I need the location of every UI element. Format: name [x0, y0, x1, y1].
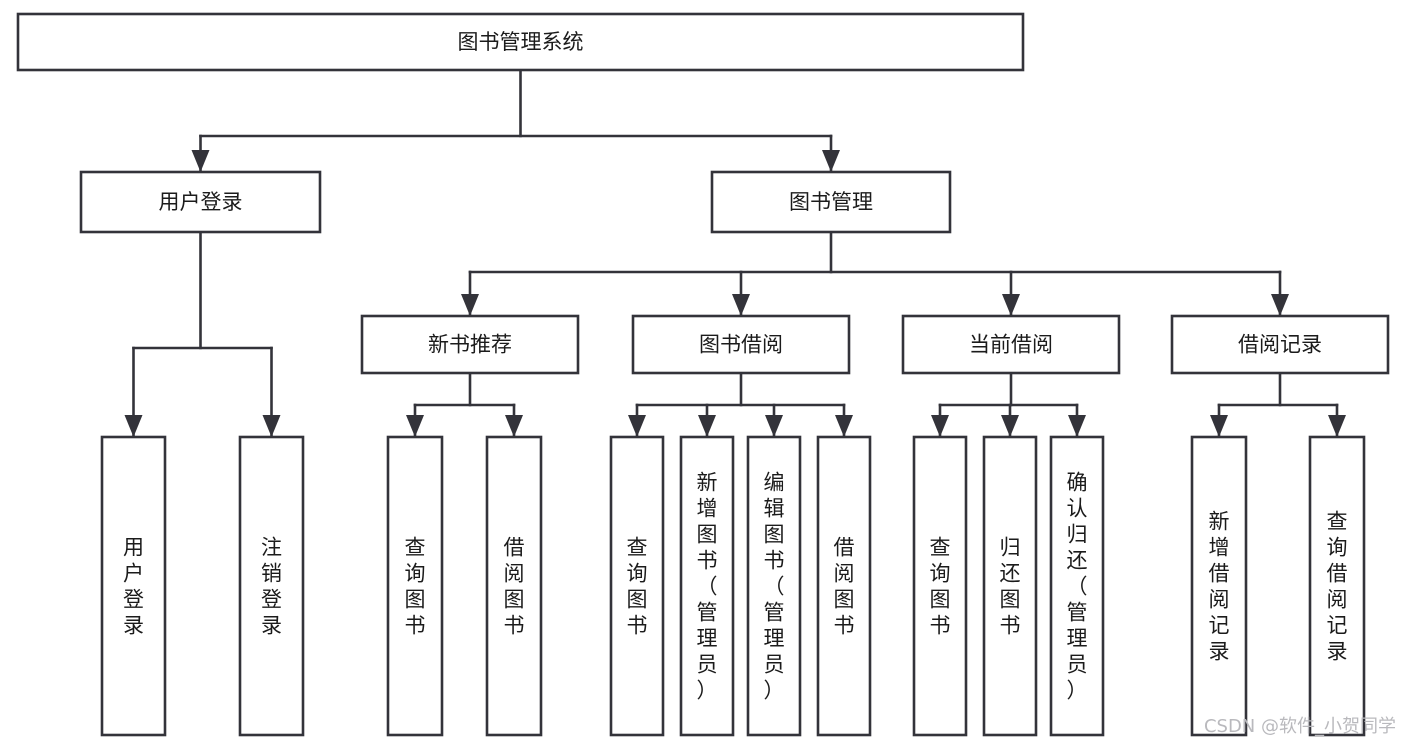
node-box-查询图书[interactable] [609, 435, 665, 737]
node-box-用户登录[interactable] [79, 170, 322, 234]
node-box-借阅图书[interactable] [816, 435, 872, 737]
arrow-head-icon-归还图书 [1001, 415, 1019, 437]
node-label-图书管理系统: 图书管理系统 [458, 30, 584, 54]
arrow-head-icon-图书管理 [822, 150, 840, 172]
arrow-head-icon-用户登录 [124, 415, 143, 437]
node-box-新书推荐[interactable] [360, 314, 580, 375]
arrow-head-icon-查询图书 [931, 415, 949, 437]
node-用户登录[interactable]: 用户登录 [79, 170, 322, 234]
arrow-head-icon-查询借阅记录 [1328, 415, 1346, 437]
node-label-确认归还管理员: 确认归还（管理员） [1067, 470, 1088, 702]
node-label-新书推荐: 新书推荐 [428, 333, 512, 357]
node-借阅图书[interactable]: 借阅图书 [816, 435, 872, 737]
node-编辑图书管理员[interactable]: 编辑图书（管理员） [746, 435, 802, 737]
node-图书管理系统[interactable]: 图书管理系统 [16, 12, 1025, 72]
node-新书推荐[interactable]: 新书推荐 [360, 314, 580, 375]
node-label-编辑图书管理员: 编辑图书（管理员） [764, 470, 785, 702]
arrow-head-icon-借阅图书 [505, 415, 523, 437]
node-box-当前借阅[interactable] [901, 314, 1121, 375]
node-box-借阅图书[interactable] [485, 435, 543, 737]
arrow-head-icon-用户登录 [191, 150, 210, 172]
node-label-当前借阅: 当前借阅 [969, 333, 1053, 357]
node-box-确认归还管理员[interactable] [1049, 435, 1105, 737]
arrow-head-icon-新增借阅记录 [1210, 415, 1228, 437]
node-新增借阅记录[interactable]: 新增借阅记录 [1190, 435, 1248, 737]
node-label-图书管理: 图书管理 [789, 190, 873, 214]
node-label-新增图书管理员: 新增图书（管理员） [697, 470, 718, 702]
arrow-head-icon-查询图书 [628, 415, 646, 437]
node-查询图书[interactable]: 查询图书 [386, 435, 444, 737]
connector-lines-layer [124, 68, 1346, 439]
arrow-head-icon-注销登录 [262, 415, 281, 437]
node-注销登录[interactable]: 注销登录 [238, 435, 305, 737]
arrow-head-icon-查询图书 [406, 415, 424, 437]
node-label-查询借阅记录: 查询借阅记录 [1327, 509, 1348, 663]
node-label-注销登录: 注销登录 [261, 535, 282, 637]
node-box-用户登录[interactable] [100, 435, 167, 737]
node-label-查询图书: 查询图书 [405, 535, 426, 637]
node-box-新增图书管理员[interactable] [679, 435, 735, 737]
node-label-借阅记录: 借阅记录 [1238, 333, 1322, 357]
arrow-head-icon-当前借阅 [1002, 294, 1020, 316]
node-label-归还图书: 归还图书 [1000, 535, 1021, 637]
arrow-head-icon-图书借阅 [732, 294, 750, 316]
node-box-图书管理系统[interactable] [16, 12, 1025, 72]
node-box-归还图书[interactable] [982, 435, 1038, 737]
node-归还图书[interactable]: 归还图书 [982, 435, 1038, 737]
node-box-查询借阅记录[interactable] [1308, 435, 1366, 737]
node-box-注销登录[interactable] [238, 435, 305, 737]
node-查询借阅记录[interactable]: 查询借阅记录 [1308, 435, 1366, 737]
node-当前借阅[interactable]: 当前借阅 [901, 314, 1121, 375]
arrow-head-icon-新书推荐 [461, 294, 479, 316]
node-label-用户登录: 用户登录 [159, 190, 243, 214]
node-boxes-layer: 图书管理系统用户登录图书管理用户登录注销登录新书推荐图书借阅当前借阅借阅记录查询… [16, 12, 1390, 737]
node-box-图书借阅[interactable] [631, 314, 851, 375]
node-box-图书管理[interactable] [710, 170, 952, 234]
node-label-查询图书: 查询图书 [930, 535, 951, 637]
watermark-label: CSDN @软件_小贺同学 [1204, 716, 1396, 737]
arrow-head-icon-借阅图书 [835, 415, 853, 437]
node-图书借阅[interactable]: 图书借阅 [631, 314, 851, 375]
arrow-head-icon-确认归还管理员 [1068, 415, 1086, 437]
node-label-查询图书: 查询图书 [627, 535, 648, 637]
node-label-用户登录: 用户登录 [123, 535, 144, 637]
node-借阅图书[interactable]: 借阅图书 [485, 435, 543, 737]
arrow-head-icon-借阅记录 [1271, 294, 1289, 316]
node-确认归还管理员[interactable]: 确认归还（管理员） [1049, 435, 1105, 737]
node-label-借阅图书: 借阅图书 [504, 535, 525, 637]
node-box-编辑图书管理员[interactable] [746, 435, 802, 737]
node-新增图书管理员[interactable]: 新增图书（管理员） [679, 435, 735, 737]
node-box-借阅记录[interactable] [1170, 314, 1390, 375]
node-label-借阅图书: 借阅图书 [834, 535, 855, 637]
node-label-新增借阅记录: 新增借阅记录 [1209, 509, 1230, 663]
node-label-图书借阅: 图书借阅 [699, 333, 783, 357]
arrow-head-icon-编辑图书管理员 [765, 415, 783, 437]
node-box-查询图书[interactable] [912, 435, 968, 737]
node-box-查询图书[interactable] [386, 435, 444, 737]
node-查询图书[interactable]: 查询图书 [912, 435, 968, 737]
node-借阅记录[interactable]: 借阅记录 [1170, 314, 1390, 375]
node-图书管理[interactable]: 图书管理 [710, 170, 952, 234]
node-用户登录[interactable]: 用户登录 [100, 435, 167, 737]
node-box-新增借阅记录[interactable] [1190, 435, 1248, 737]
node-查询图书[interactable]: 查询图书 [609, 435, 665, 737]
arrow-head-icon-新增图书管理员 [698, 415, 716, 437]
